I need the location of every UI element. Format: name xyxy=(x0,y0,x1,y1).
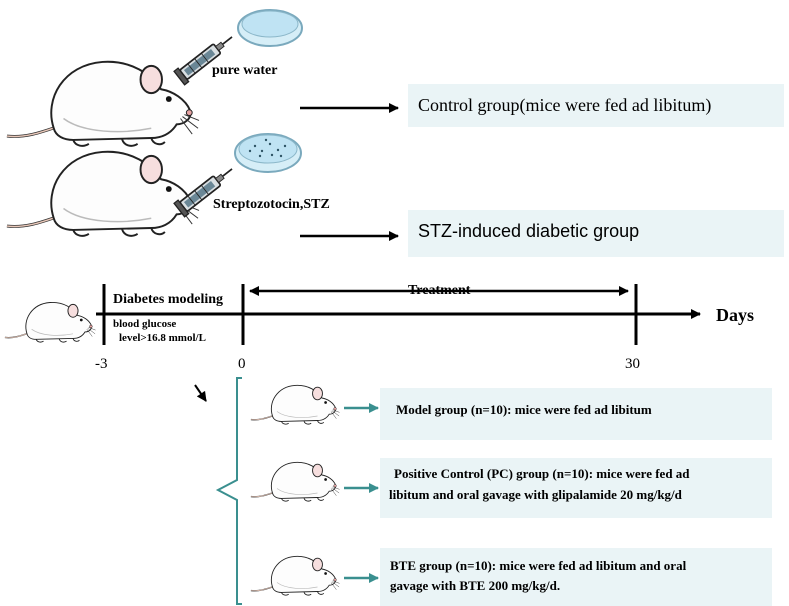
tick-label-0: 0 xyxy=(238,356,246,372)
model-group-text: Model group (n=10): mice were fed ad lib… xyxy=(396,402,652,417)
control-group-text: Control group(mice were fed ad libitum) xyxy=(418,95,712,115)
diabetes-modeling-label: Diabetes modeling xyxy=(113,292,224,307)
pc-group-box: Positive Control (PC) group (n=10): mice… xyxy=(380,458,772,518)
water-label: pure water xyxy=(212,63,278,78)
petri-dish-stz-icon xyxy=(234,133,302,173)
pc-group-text-line2: libitum and oral gavage with glipalamide… xyxy=(389,487,682,502)
criterion-line1: blood glucose xyxy=(113,318,177,330)
bte-group-box: BTE group (n=10): mice were fed ad libit… xyxy=(380,548,772,606)
bte-group-text-line2: gavage with BTE 200 mg/kg/d. xyxy=(390,578,561,593)
mouse-illustration-timeline xyxy=(4,301,96,343)
tick-label-minus3: -3 xyxy=(95,356,108,372)
arrow-to-groups xyxy=(194,384,207,402)
mouse-illustration-control xyxy=(5,60,200,148)
groups-bracket xyxy=(215,377,242,605)
mouse-illustration-bte xyxy=(250,555,340,596)
stz-group-box: STZ-induced diabetic group xyxy=(408,210,784,257)
days-axis-label: Days xyxy=(716,305,755,325)
treatment-label: Treatment xyxy=(408,283,471,298)
stz-group-text: STZ-induced diabetic group xyxy=(418,221,640,241)
stz-label: Streptozotocin,STZ xyxy=(213,197,330,212)
mouse-illustration-model xyxy=(250,384,340,425)
bte-group-text-line1: BTE group (n=10): mice were fed ad libit… xyxy=(390,558,687,573)
model-group-box: Model group (n=10): mice were fed ad lib… xyxy=(380,388,772,440)
tick-label-30: 30 xyxy=(625,356,640,372)
pc-group-text-line1: Positive Control (PC) group (n=10): mice… xyxy=(394,466,690,481)
criterion-line2: level>16.8 mmol/L xyxy=(119,332,206,344)
petri-dish-water-icon xyxy=(237,9,303,47)
mouse-illustration-pc xyxy=(250,461,340,502)
control-group-box: Control group(mice were fed ad libitum) xyxy=(408,84,784,127)
mouse-illustration-stz xyxy=(5,150,200,238)
